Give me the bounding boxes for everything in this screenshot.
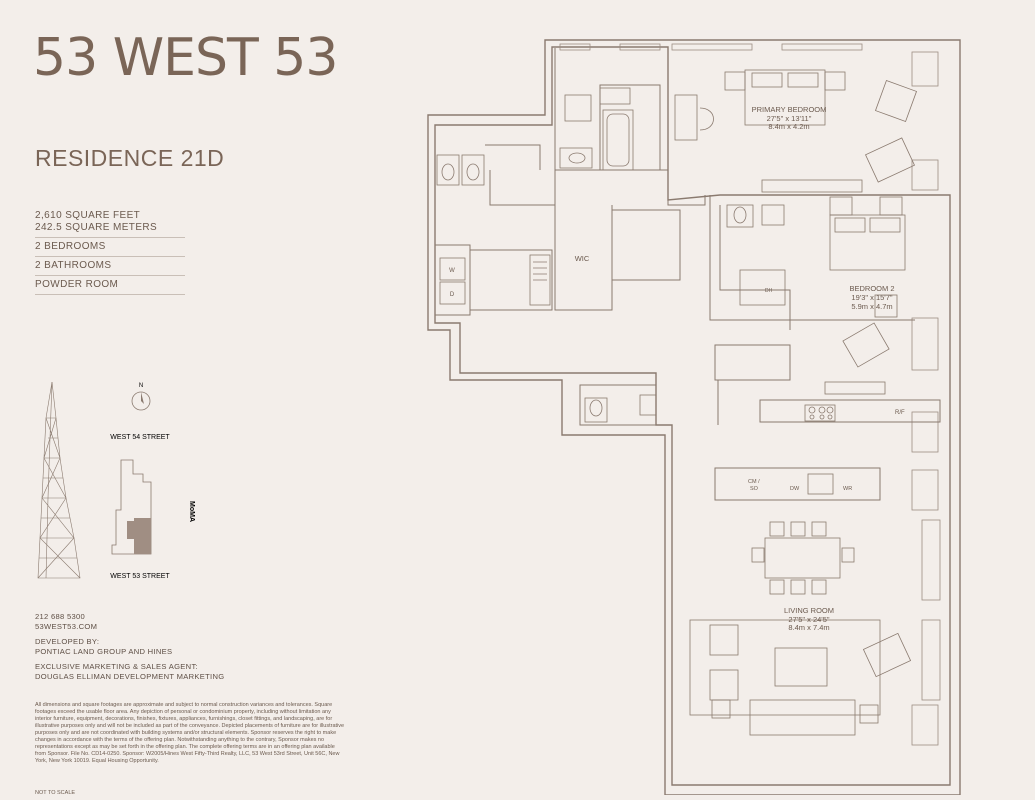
primary-bedroom-imperial: 27'5" x 13'11" bbox=[767, 114, 812, 123]
bedroom2-name: BEDROOM 2 bbox=[849, 284, 894, 293]
bedroom2-metric: 5.9m x 4.7m bbox=[851, 302, 892, 311]
room-labels: PRIMARY BEDROOM 27'5" x 13'11" 8.4m x 4.… bbox=[575, 105, 895, 632]
wic-label: WIC bbox=[575, 254, 590, 263]
developed-by-label: DEVELOPED BY: bbox=[35, 637, 100, 646]
marketing-agent: DOUGLAS ELLIMAN DEVELOPMENT MARKETING bbox=[35, 671, 225, 681]
stat-area: 2,610 SQUARE FEET 242.5 SQUARE METERS bbox=[35, 210, 185, 238]
compass-label: N bbox=[139, 383, 143, 389]
primary-bedroom-name: PRIMARY BEDROOM bbox=[752, 105, 827, 114]
developer-name: PONTIAC LAND GROUP AND HINES bbox=[35, 646, 173, 656]
south-street-label: WEST 53 STREET bbox=[110, 573, 170, 580]
legal-disclaimer: All dimensions and square footages are a… bbox=[35, 702, 345, 764]
kitchen: R/F CM / SO DW WR DH bbox=[748, 288, 905, 495]
stat-bedrooms: 2 BEDROOMS bbox=[35, 238, 185, 257]
unit-stats: 2,610 SQUARE FEET 242.5 SQUARE METERS 2 … bbox=[35, 210, 185, 295]
bathroom-fixtures bbox=[436, 87, 786, 423]
tower-sketch bbox=[37, 381, 81, 579]
floor-plan: W D bbox=[420, 35, 980, 796]
living-room-name: LIVING ROOM bbox=[784, 606, 834, 615]
stat-powder-room: POWDER ROOM bbox=[35, 276, 185, 295]
brand-title: 53 WEST 53 bbox=[33, 28, 338, 88]
cm-label: CM / bbox=[748, 479, 760, 485]
living-room-metric: 8.4m x 7.4m bbox=[788, 623, 829, 632]
living-furniture bbox=[689, 619, 912, 736]
so-label: SO bbox=[750, 486, 759, 492]
windows bbox=[559, 43, 941, 746]
primary-bedroom-furniture bbox=[674, 69, 918, 193]
dining-table bbox=[751, 521, 855, 595]
location-map: N WEST 54 STREET MoMA WEST 53 STREET bbox=[30, 378, 200, 588]
north-street-label: WEST 54 STREET bbox=[110, 434, 170, 441]
residence-title: RESIDENCE 21D bbox=[35, 145, 225, 171]
wr-label: WR bbox=[843, 486, 852, 492]
marketing-label: EXCLUSIVE MARKETING & SALES AGENT: bbox=[35, 662, 198, 671]
bedroom2-imperial: 19'3" x 15'7" bbox=[851, 293, 892, 302]
moma-label: MoMA bbox=[188, 501, 195, 522]
site-highlight bbox=[134, 518, 151, 554]
rf-label: R/F bbox=[895, 410, 905, 416]
not-to-scale-note: NOT TO SCALE bbox=[35, 790, 76, 796]
website-link[interactable]: 53WEST53.COM bbox=[35, 621, 98, 631]
contact-block: 212 688 5300 53WEST53.COM DEVELOPED BY: … bbox=[35, 612, 355, 687]
washer-label: W bbox=[449, 268, 455, 274]
dh-label: DH bbox=[765, 288, 773, 294]
primary-bedroom-metric: 8.4m x 4.2m bbox=[768, 122, 809, 131]
dw-label: DW bbox=[790, 486, 800, 492]
stat-bathrooms: 2 BATHROOMS bbox=[35, 257, 185, 276]
bedroom2-furniture bbox=[824, 196, 906, 395]
dryer-label: D bbox=[450, 292, 455, 298]
laundry: W D bbox=[439, 254, 551, 306]
interior-walls bbox=[435, 48, 941, 501]
living-room-imperial: 27'5" x 24'5" bbox=[788, 615, 829, 624]
phone-number[interactable]: 212 688 5300 bbox=[35, 612, 86, 621]
